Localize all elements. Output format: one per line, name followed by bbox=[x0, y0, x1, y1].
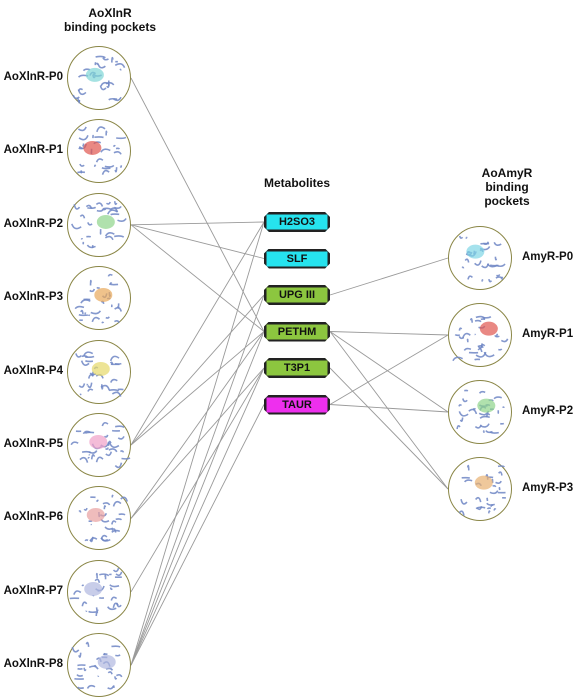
pocket-aoxlnr-p3 bbox=[67, 266, 131, 331]
edge-aoxlnr-p2-to-slf bbox=[130, 224, 265, 259]
pocket-label-aoxlnr-p0: AoXlnR-P0 bbox=[3, 71, 63, 83]
pocket-amyr-p2 bbox=[448, 380, 512, 444]
metabolite-slf: SLF bbox=[264, 249, 330, 269]
pocket-aoxlnr-p6 bbox=[67, 486, 131, 551]
pocket-label-amyr-p3: AmyR-P3 bbox=[522, 482, 573, 494]
pocket-label-aoxlnr-p2: AoXlnR-P2 bbox=[3, 217, 63, 230]
protein-structure-image bbox=[458, 464, 507, 516]
protein-structure-image bbox=[71, 641, 123, 690]
pocket-label-aoxlnr-p5: AoXlnR-P5 bbox=[3, 438, 63, 450]
metabolite-h2so3: H2SO3 bbox=[264, 212, 330, 232]
pocket-amyr-p3 bbox=[448, 457, 512, 521]
protein-structure-image bbox=[72, 55, 126, 104]
protein-structure-image bbox=[458, 235, 506, 283]
protein-structure-image bbox=[456, 389, 505, 434]
pocket-aoxlnr-p0 bbox=[67, 46, 131, 110]
edge-t3p1-to-amyr-p3 bbox=[329, 367, 449, 490]
network-diagram: AoXlnR binding pockets Metabolites AoAmy… bbox=[3, 6, 573, 698]
pocket-label-amyr-p0: AmyR-P0 bbox=[522, 251, 573, 263]
pocket-label-amyr-p1: AmyR-P1 bbox=[522, 328, 573, 340]
protein-structure-image bbox=[74, 274, 123, 324]
pocket-aoxlnr-p5 bbox=[67, 413, 131, 477]
protein-structure-image bbox=[78, 494, 128, 543]
pocket-label-aoxlnr-p4: AoXlnR-P4 bbox=[3, 364, 63, 377]
edge-aoxlnr-p8-to-h2so3 bbox=[130, 221, 265, 666]
protein-structure-image bbox=[69, 567, 123, 616]
edge-aoxlnr-p8-to-upg-iii bbox=[130, 294, 265, 666]
edge-aoxlnr-p2-to-h2so3 bbox=[130, 221, 265, 226]
metabolite-taur: TAUR bbox=[264, 395, 330, 415]
pocket-label-aoxlnr-p8: AoXlnR-P8 bbox=[3, 658, 63, 671]
protein-structure-image bbox=[71, 200, 127, 249]
protein-structure-image bbox=[77, 126, 127, 176]
metabolites-header: Metabolites bbox=[263, 176, 330, 190]
aoamyr-header-line2: binding pockets bbox=[484, 180, 530, 208]
pocket-aoxlnr-p8 bbox=[67, 633, 131, 698]
pocket-amyr-p1 bbox=[448, 303, 512, 367]
pocket-aoxlnr-p7 bbox=[67, 559, 131, 624]
edge-aoxlnr-p8-to-t3p1 bbox=[130, 367, 265, 666]
protein-structure-image bbox=[70, 421, 131, 469]
aoamyr-header: AoAmyR binding pockets bbox=[462, 166, 552, 208]
edge-aoxlnr-p6-to-pethm bbox=[130, 331, 265, 519]
edge-pethm-to-amyr-p1 bbox=[329, 331, 449, 336]
metabolite-upg-iii: UPG III bbox=[264, 285, 330, 305]
pocket-label-aoxlnr-p1: AoXlnR-P1 bbox=[3, 144, 63, 157]
protein-structure-image bbox=[452, 315, 509, 362]
pocket-aoxlnr-p2 bbox=[67, 192, 131, 257]
aoxlnr-header-line2: binding pockets bbox=[63, 20, 156, 34]
edge-taur-to-amyr-p1 bbox=[329, 334, 449, 405]
pocket-label-aoxlnr-p7: AoXlnR-P7 bbox=[3, 584, 63, 597]
pocket-aoxlnr-p1 bbox=[67, 119, 131, 184]
edge-aoxlnr-p2-to-pethm bbox=[130, 224, 265, 332]
pocket-amyr-p0 bbox=[448, 226, 512, 290]
edge-aoxlnr-p8-to-taur bbox=[130, 404, 265, 666]
pocket-aoxlnr-p4 bbox=[67, 339, 131, 404]
pocket-label-amyr-p2: AmyR-P2 bbox=[522, 405, 573, 417]
edge-aoxlnr-p8-to-pethm bbox=[130, 331, 265, 666]
pocket-label-aoxlnr-p3: AoXlnR-P3 bbox=[3, 291, 63, 304]
edge-pethm-to-amyr-p3 bbox=[329, 331, 449, 490]
aoxlnr-header: AoXlnR binding pockets bbox=[62, 6, 158, 34]
edge-aoxlnr-p5-to-pethm bbox=[130, 331, 265, 446]
metabolite-t3p1: T3P1 bbox=[264, 358, 330, 378]
edge-aoxlnr-p0-to-pethm bbox=[130, 77, 265, 332]
pocket-label-aoxlnr-p6: AoXlnR-P6 bbox=[3, 511, 63, 524]
edge-upg-iii-to-amyr-p0 bbox=[329, 257, 449, 296]
edge-aoxlnr-p5-to-upg-iii bbox=[130, 294, 265, 446]
aoxlnr-header-line1: AoXlnR bbox=[88, 6, 132, 20]
edge-pethm-to-amyr-p2 bbox=[329, 331, 449, 413]
edge-layer bbox=[130, 77, 449, 666]
metabolite-pethm: PETHM bbox=[264, 322, 330, 342]
protein-structure-image bbox=[75, 350, 124, 397]
edge-taur-to-amyr-p2 bbox=[329, 404, 449, 413]
edge-aoxlnr-p5-to-h2so3 bbox=[130, 221, 265, 446]
aoamyr-header-line1: AoAmyR bbox=[481, 166, 533, 180]
